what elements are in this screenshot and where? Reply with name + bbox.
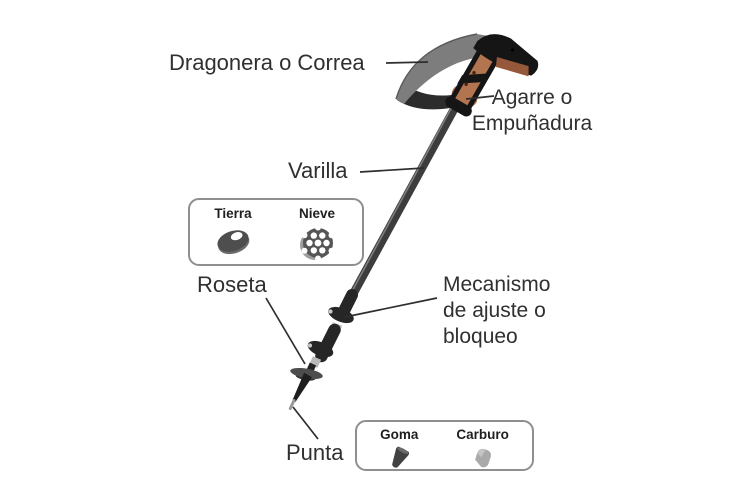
pointer-lock <box>344 297 438 318</box>
basket-label: Roseta <box>197 272 267 297</box>
basket-types-box: Tierra Nieve <box>188 198 364 266</box>
upper-shaft-art <box>342 99 462 310</box>
pointer-basket <box>265 297 306 365</box>
lock-mechanism-label: Mecanismo de ajuste o bloqueo <box>443 273 551 348</box>
basket-type-snow: Nieve <box>294 203 340 264</box>
rubber-tip-icon <box>392 446 410 468</box>
pointer-shaft <box>359 167 425 173</box>
tip-label: Punta <box>286 440 344 465</box>
grip-art <box>445 34 539 117</box>
tip-type-rubber: Goma <box>380 424 418 473</box>
basket-type-dirt: Tierra <box>212 203 254 260</box>
tip-type-carbide: Carburo <box>456 424 509 473</box>
rubber-tip-label: Goma <box>380 427 419 442</box>
pointer-tip <box>292 406 319 440</box>
dirt-basket-icon <box>217 230 250 255</box>
strap-label: Dragonera o Correa <box>169 50 365 75</box>
shaft-label: Varilla <box>288 158 348 183</box>
lock-mechanism-art <box>307 289 358 368</box>
pointer-strap <box>385 61 429 64</box>
pointer-grip <box>465 95 495 100</box>
carbide-tip-icon <box>474 448 491 468</box>
dirt-basket-label: Tierra <box>214 206 252 221</box>
tip-types-box: Goma Carburo <box>355 420 534 471</box>
pointer-lines <box>265 61 495 440</box>
snow-basket-label: Nieve <box>298 206 336 221</box>
carbide-tip-label: Carburo <box>456 427 509 442</box>
snow-basket-icon <box>300 224 335 262</box>
grip-label: Agarre o Empuñadura <box>471 86 593 135</box>
tip-art <box>288 372 312 410</box>
